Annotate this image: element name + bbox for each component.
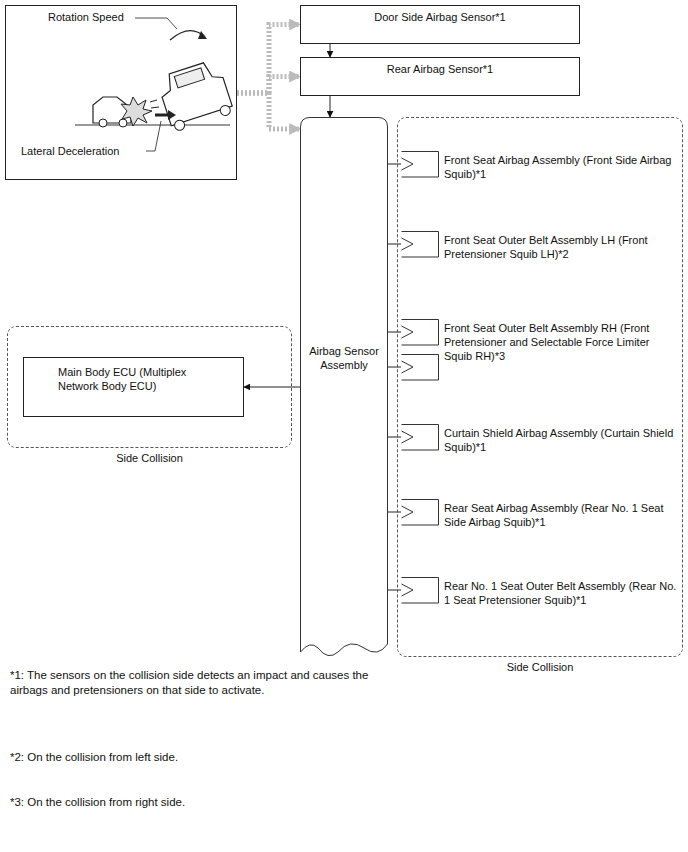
assembly-shape	[301, 118, 388, 656]
node-text: Side Collision	[398, 661, 682, 675]
striking-car	[93, 97, 131, 123]
node-text: Rear Airbag Sensor*1	[301, 58, 579, 82]
connector-line	[388, 164, 401, 165]
squib-node: Front Seat Airbag Assembly (Front Side A…	[401, 151, 681, 191]
struck-car	[156, 58, 234, 132]
node-text: Front Seat Airbag Assembly (Front Side A…	[444, 154, 679, 182]
squib-node: Front Seat Outer Belt Assembly RH (Front…	[401, 319, 681, 383]
node-text: Main Body ECU (Multiplex Network Body EC…	[24, 358, 218, 400]
squib-symbol	[401, 354, 441, 381]
node-text: Rear No. 1 Seat Outer Belt Assembly (Rea…	[444, 580, 679, 608]
box-node: Rear Airbag Sensor*1	[300, 57, 580, 96]
connector-line	[388, 437, 401, 438]
ground-line	[75, 125, 230, 126]
connector-line	[388, 244, 401, 245]
squib-node: Rear Seat Airbag Assembly (Rear No. 1 Se…	[401, 499, 681, 541]
arrow-head	[198, 31, 207, 39]
squib-symbol	[401, 151, 441, 178]
squib-node: Front Seat Outer Belt Assembly LH (Front…	[401, 231, 681, 273]
node-text: Side Collision	[8, 452, 291, 466]
node-text: Rotation Speed	[48, 11, 124, 25]
leader-line	[135, 18, 177, 29]
connector-line	[330, 96, 331, 117]
connector-line	[388, 512, 401, 513]
footnote: *2: On the collision from left side.	[10, 750, 390, 765]
squib-symbol	[401, 319, 441, 346]
connector-line	[388, 367, 401, 368]
squib-node: Curtain Shield Airbag Assembly (Curtain …	[401, 424, 681, 464]
signal-arrow	[237, 25, 300, 94]
impact-line	[151, 107, 159, 108]
ecu-node: Main Body ECU (Multiplex Network Body EC…	[23, 357, 244, 417]
box-node: Door Side Airbag Sensor*1	[300, 5, 580, 44]
connector-line	[388, 332, 401, 333]
wheel	[119, 119, 127, 127]
impact-star	[121, 97, 152, 126]
region-node: Side CollisionFront Seat Airbag Assembly…	[397, 117, 683, 657]
squib-node: Rear No. 1 Seat Outer Belt Assembly (Rea…	[401, 577, 681, 619]
squib-symbol	[401, 577, 441, 604]
squib-symbol	[401, 231, 441, 258]
connector-line	[330, 44, 331, 57]
sensor-assembly-outline	[300, 117, 388, 662]
illus-node: Rotation SpeedLateral Deceleration	[5, 5, 237, 180]
assembly-node: Airbag Sensor Assembly	[300, 117, 388, 662]
node-text: Front Seat Outer Belt Assembly LH (Front…	[444, 234, 679, 262]
wheel	[99, 119, 107, 127]
signal-arrow	[237, 93, 300, 129]
lateral-arrow	[155, 114, 169, 117]
node-text: Door Side Airbag Sensor*1	[301, 6, 579, 30]
connector-line	[388, 590, 401, 591]
arrow-head	[168, 110, 176, 120]
node-text: Curtain Shield Airbag Assembly (Curtain …	[444, 427, 679, 455]
node-text: Lateral Deceleration	[21, 145, 119, 159]
footnote: *1: The sensors on the collision side de…	[10, 668, 390, 698]
impact-line	[150, 100, 157, 102]
squib-symbol	[401, 424, 441, 451]
region-node: Side CollisionMain Body ECU (Multiplex N…	[7, 326, 292, 448]
leader-line	[146, 121, 161, 151]
node-text: Front Seat Outer Belt Assembly RH (Front…	[444, 322, 679, 363]
node-text: Airbag Sensor Assembly	[306, 345, 382, 373]
node-text: Rear Seat Airbag Assembly (Rear No. 1 Se…	[444, 502, 679, 530]
squib-symbol	[401, 499, 441, 526]
footnote: *3: On the collision from right side.	[10, 795, 390, 810]
